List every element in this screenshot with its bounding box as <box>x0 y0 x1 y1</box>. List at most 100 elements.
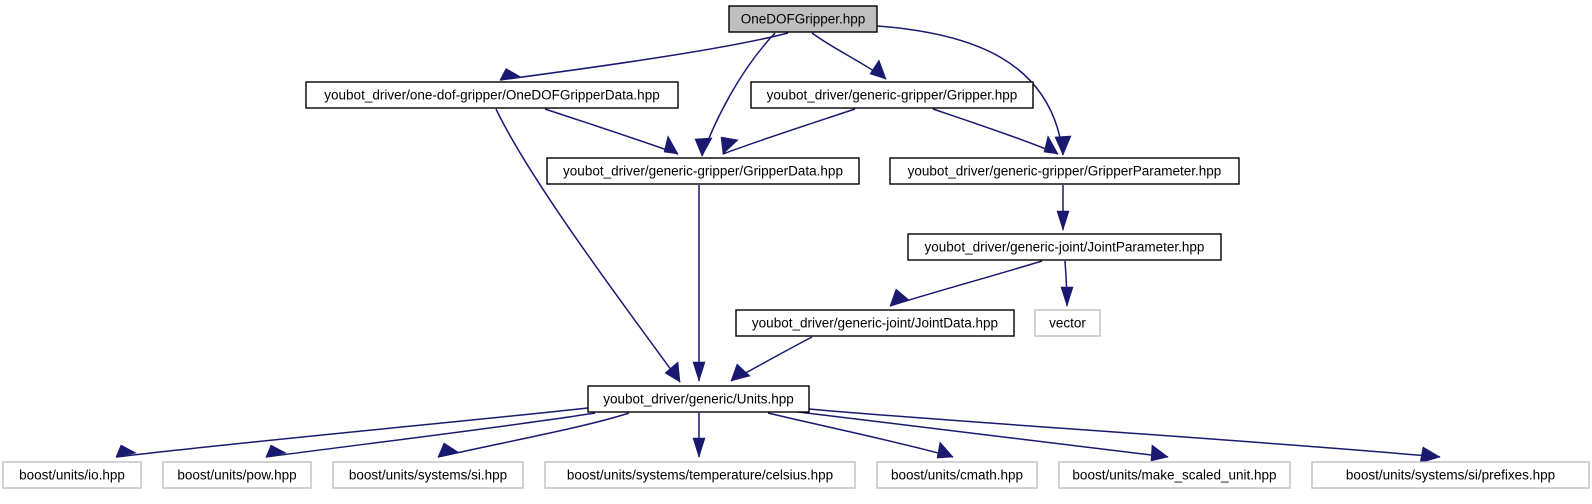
edge-line <box>544 108 679 155</box>
node-label: youbot_driver/generic-joint/JointData.hp… <box>752 316 998 331</box>
edge-root-to-gripperdata <box>694 32 776 157</box>
edge-units-to-boost_pow <box>265 412 596 458</box>
edge-line <box>889 260 1043 307</box>
graph-node-vector[interactable]: vector <box>1034 309 1101 337</box>
graph-node-boost_si[interactable]: boost/units/systems/si.hpp <box>332 461 524 489</box>
node-box[interactable] <box>2 461 142 489</box>
node-label: youbot_driver/generic-joint/JointParamet… <box>925 240 1205 255</box>
edge-root-to-onedofdata <box>499 32 789 81</box>
arrowhead-icon <box>1054 135 1072 156</box>
graph-node-jointparameter[interactable]: youbot_driver/generic-joint/JointParamet… <box>907 233 1222 261</box>
edge-gripperdata-to-units <box>692 185 706 382</box>
arrowhead-icon <box>889 288 910 307</box>
edge-line <box>808 408 1441 458</box>
arrowhead-icon <box>1043 135 1059 155</box>
node-box[interactable] <box>876 461 1038 489</box>
node-label: boost/units/systems/temperature/celsius.… <box>567 468 833 483</box>
arrowhead-icon <box>720 136 739 155</box>
edge-units-to-boost_cmath <box>767 412 954 459</box>
graph-node-boost_celsius[interactable]: boost/units/systems/temperature/celsius.… <box>544 461 856 489</box>
edge-jointparameter-to-jointdata <box>889 260 1043 307</box>
arrowhead-icon <box>115 444 137 458</box>
node-box[interactable] <box>907 233 1222 261</box>
edges-layer <box>115 25 1441 464</box>
node-box[interactable] <box>546 157 860 185</box>
node-box[interactable] <box>735 309 1015 337</box>
edge-units-to-boost_celsius <box>692 413 706 458</box>
node-box[interactable] <box>1311 461 1590 489</box>
node-box[interactable] <box>587 385 810 413</box>
edge-line <box>499 32 789 81</box>
arrowhead-icon <box>692 437 706 458</box>
graph-node-gripperparameter[interactable]: youbot_driver/generic-gripper/GripperPar… <box>889 157 1240 185</box>
node-label: youbot_driver/one-dof-gripper/OneDOFGrip… <box>324 88 659 103</box>
edge-units-to-boost_prefixes <box>808 408 1441 464</box>
node-label: youbot_driver/generic-gripper/GripperDat… <box>563 164 843 179</box>
edge-line <box>932 108 1059 155</box>
node-label: boost/units/cmath.hpp <box>891 468 1023 483</box>
node-box[interactable] <box>162 461 312 489</box>
arrowhead-icon <box>730 363 751 382</box>
edge-gripper-to-gripperdata <box>720 108 856 155</box>
edge-line <box>722 108 856 155</box>
node-box[interactable] <box>1058 461 1291 489</box>
graph-node-boost_pow[interactable]: boost/units/pow.hpp <box>162 461 312 489</box>
edge-line <box>789 410 1169 458</box>
graph-node-gripperdata[interactable]: youbot_driver/generic-gripper/GripperDat… <box>546 157 860 185</box>
edge-line <box>115 407 589 458</box>
node-box[interactable] <box>305 81 679 109</box>
edge-jointparameter-to-vector <box>1060 260 1074 307</box>
node-label: youbot_driver/generic-gripper/Gripper.hp… <box>767 88 1018 103</box>
node-box[interactable] <box>332 461 524 489</box>
node-label: boost/units/make_scaled_unit.hpp <box>1072 468 1276 483</box>
node-box[interactable] <box>889 157 1240 185</box>
edge-onedofdata-to-units <box>495 108 681 383</box>
node-box[interactable] <box>750 81 1034 109</box>
node-label: boost/units/io.hpp <box>19 468 125 483</box>
arrowhead-icon <box>869 59 887 80</box>
node-box[interactable] <box>1034 309 1101 337</box>
edge-line <box>495 108 681 383</box>
graph-node-boost_scaled[interactable]: boost/units/make_scaled_unit.hpp <box>1058 461 1291 489</box>
graph-node-gripper[interactable]: youbot_driver/generic-gripper/Gripper.hp… <box>750 81 1034 109</box>
graph-node-units[interactable]: youbot_driver/generic/Units.hpp <box>587 385 810 413</box>
edge-root-to-gripper <box>811 32 887 80</box>
edge-line <box>767 412 954 458</box>
node-label: boost/units/systems/si.hpp <box>349 468 507 483</box>
arrowhead-icon <box>1419 446 1441 464</box>
arrowhead-icon <box>936 441 954 459</box>
node-label: boost/units/systems/si/prefixes.hpp <box>1346 468 1555 483</box>
node-label: vector <box>1049 316 1086 331</box>
edge-line <box>876 25 1064 156</box>
graph-node-boost_cmath[interactable]: boost/units/cmath.hpp <box>876 461 1038 489</box>
arrowhead-icon <box>437 442 459 458</box>
edge-units-to-boost_io <box>115 407 589 458</box>
arrowhead-icon <box>663 135 679 155</box>
node-label: OneDOFGripper.hpp <box>741 12 866 27</box>
edge-root-to-gripperparameter <box>876 25 1072 156</box>
graph-node-root[interactable]: OneDOFGripper.hpp <box>728 5 878 33</box>
edge-onedofdata-to-gripperdata <box>544 108 679 155</box>
node-box[interactable] <box>728 5 878 33</box>
edge-line <box>437 412 630 458</box>
nodes-layer: OneDOFGripper.hpp youbot_driver/one-dof-g… <box>2 5 1590 489</box>
arrowhead-icon <box>664 361 681 383</box>
node-label: youbot_driver/generic-gripper/GripperPar… <box>908 164 1222 179</box>
arrowhead-icon <box>265 444 287 458</box>
edge-gripperparameter-to-jointparameter <box>1056 185 1070 231</box>
edge-units-to-boost_si <box>437 412 630 458</box>
arrowhead-icon <box>1056 210 1070 231</box>
graph-node-boost_io[interactable]: boost/units/io.hpp <box>2 461 142 489</box>
graph-node-boost_prefixes[interactable]: boost/units/systems/si/prefixes.hpp <box>1311 461 1590 489</box>
edge-jointdata-to-units <box>730 336 813 382</box>
edge-line <box>265 412 596 458</box>
arrowhead-icon <box>692 361 706 382</box>
edge-gripper-to-gripperparameter <box>932 108 1059 155</box>
node-box[interactable] <box>544 461 856 489</box>
graph-node-jointdata[interactable]: youbot_driver/generic-joint/JointData.hp… <box>735 309 1015 337</box>
node-label: youbot_driver/generic/Units.hpp <box>603 392 794 407</box>
arrowhead-icon <box>1150 444 1169 462</box>
graph-node-onedofdata[interactable]: youbot_driver/one-dof-gripper/OneDOFGrip… <box>305 81 679 109</box>
